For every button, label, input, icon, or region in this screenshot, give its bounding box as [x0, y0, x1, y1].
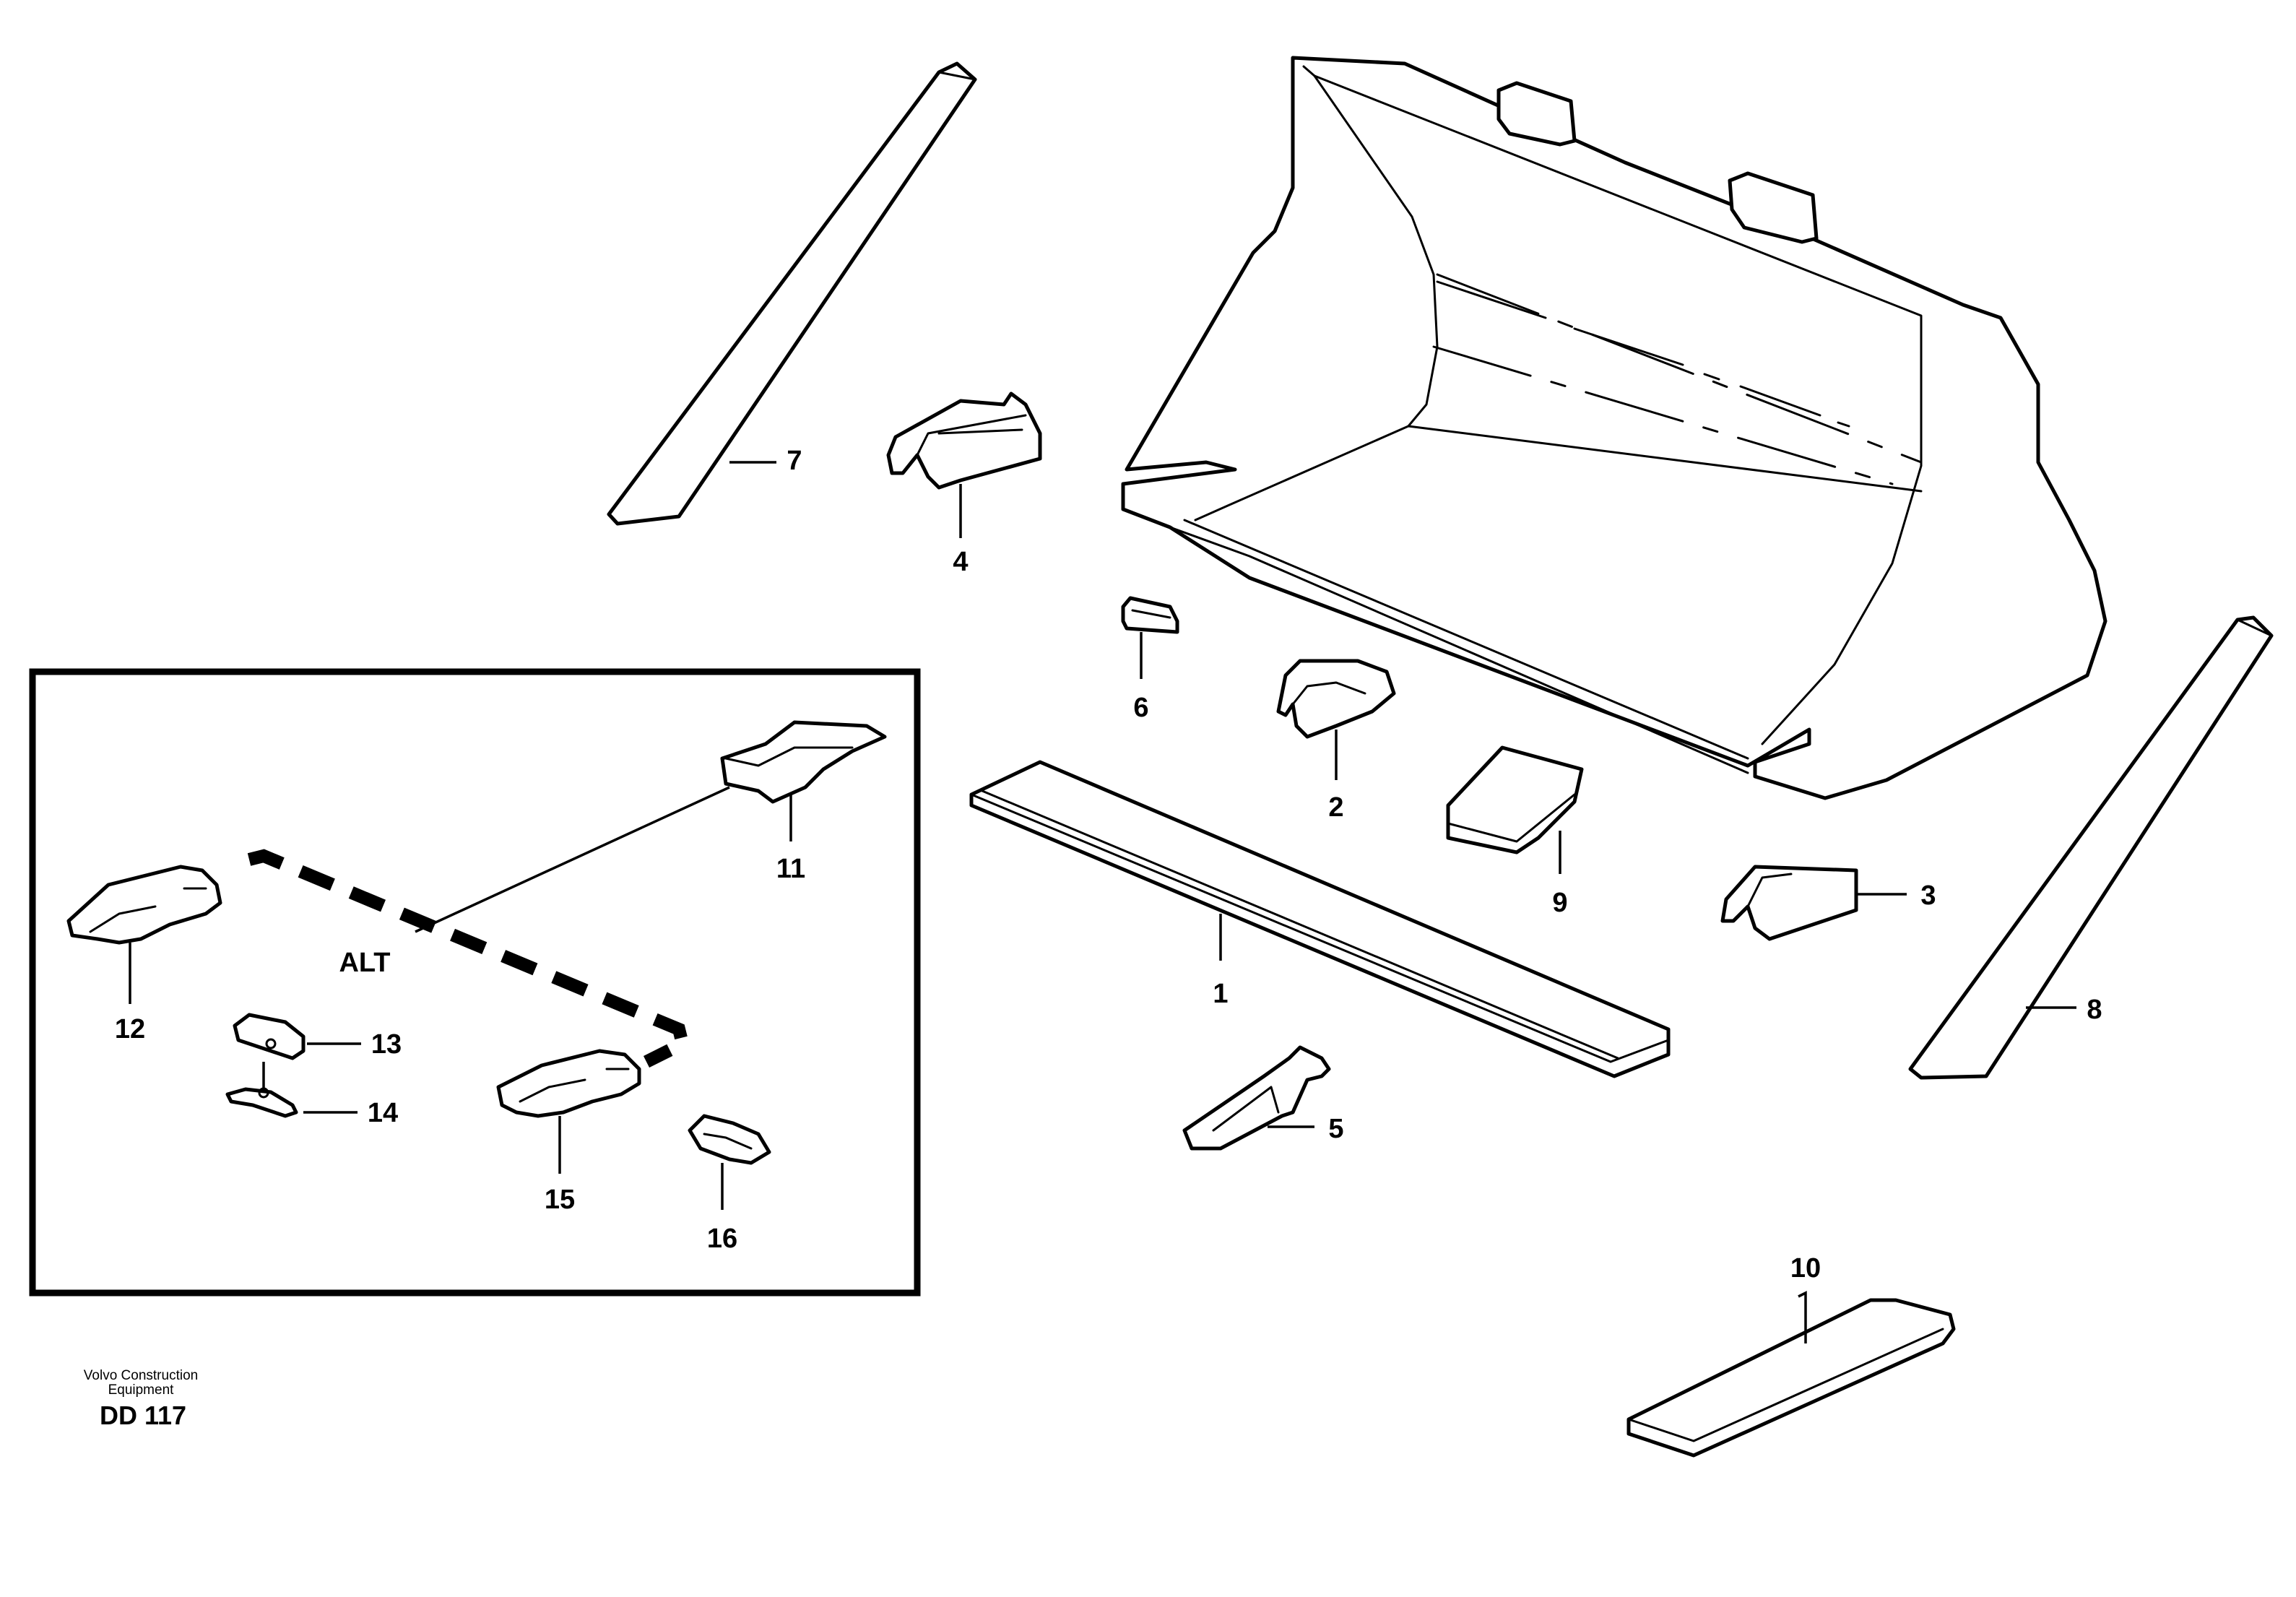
- part-9-wear-pad: 9: [1446, 745, 1584, 918]
- callout-4: 4: [953, 547, 968, 577]
- part-3-corner-segment: 3: [1720, 865, 1936, 941]
- part-15-tooth: 15: [496, 1049, 641, 1215]
- part-2-cover: 2: [1276, 659, 1396, 823]
- callout-7: 7: [787, 446, 802, 476]
- callout-3: 3: [1920, 880, 1936, 911]
- part-6-clip: 6: [1121, 596, 1179, 723]
- inset-frame: [29, 668, 921, 1297]
- callout-16: 16: [707, 1224, 737, 1254]
- callout-10: 10: [1790, 1253, 1821, 1284]
- callout-11: 11: [776, 854, 805, 884]
- alt-dashed-link: [247, 849, 690, 1068]
- part-5-tooth: 5: [1182, 1045, 1344, 1151]
- callout-1: 1: [1213, 979, 1228, 1009]
- manufacturer-line-1: Volvo Construction: [84, 1368, 198, 1383]
- bucket: [1121, 56, 2107, 800]
- part-14-lock-pin: 14: [225, 1062, 398, 1128]
- callout-5: 5: [1328, 1114, 1343, 1144]
- manufacturer-line-2: Equipment: [108, 1382, 175, 1398]
- part-13-retainer: 13: [233, 1013, 402, 1060]
- part-1-cutting-edge: 1: [969, 760, 1671, 1078]
- part-8-side-edge-right: 8: [1908, 615, 2274, 1080]
- callout-8: 8: [2087, 995, 2102, 1025]
- callout-2: 2: [1328, 792, 1343, 823]
- callout-6: 6: [1133, 693, 1148, 723]
- callout-12: 12: [115, 1014, 145, 1044]
- alt-label: ALT: [339, 948, 390, 978]
- part-12-tooth: 12: [66, 865, 222, 1044]
- callout-14: 14: [368, 1098, 398, 1128]
- part-16-locking-clip: 16: [688, 1114, 771, 1254]
- part-4-segment: 4: [886, 391, 1042, 577]
- footer: Volvo Construction Equipment DD 117: [84, 1368, 198, 1430]
- alt-inset: 11 12 13 14 15: [29, 668, 921, 1297]
- part-7-side-edge-left: 7: [607, 61, 977, 526]
- callout-15: 15: [545, 1185, 575, 1215]
- callout-9: 9: [1552, 888, 1567, 918]
- part-10-bar: 10: [1626, 1253, 1956, 1458]
- part-11-adapter: 11: [720, 720, 887, 884]
- callout-13: 13: [371, 1029, 402, 1060]
- drawing-id: DD 117: [100, 1401, 186, 1430]
